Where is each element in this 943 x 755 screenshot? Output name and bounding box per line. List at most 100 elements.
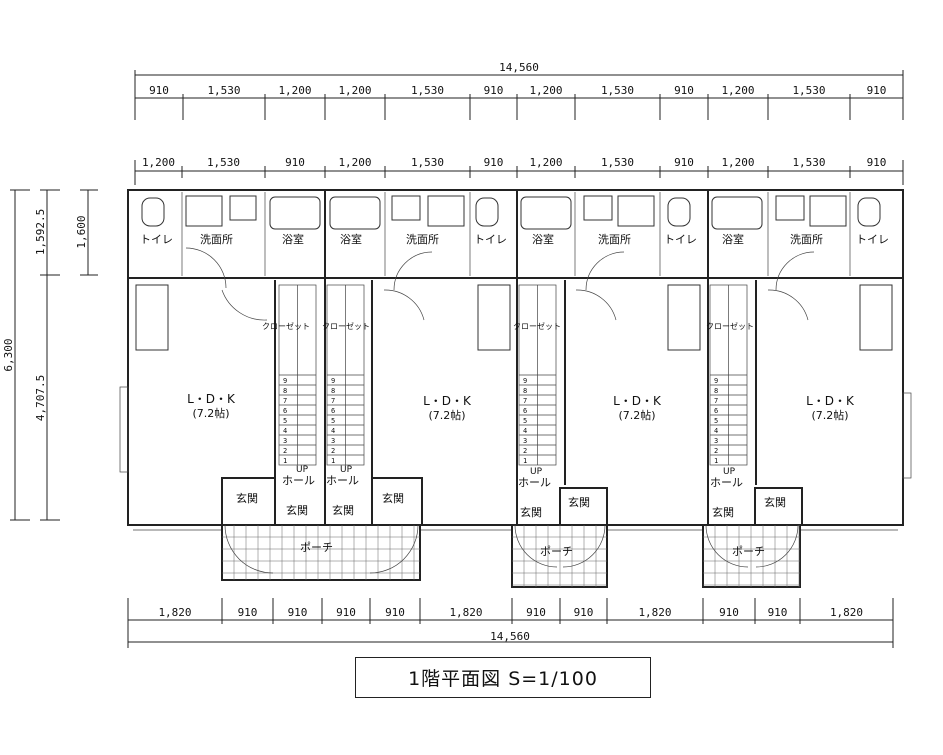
washroom-label-1: 洗面所 <box>200 233 233 246</box>
entrance-label-5: 玄関 <box>520 505 542 519</box>
stair-step-number: 6 <box>523 407 527 415</box>
entrance-label-3: 玄関 <box>332 503 354 517</box>
stair-step-number: 8 <box>331 387 335 395</box>
bathroom-label-4: 浴室 <box>722 232 744 246</box>
stair-step-number: 3 <box>331 437 335 445</box>
bottom-row-dim-8: 910 <box>574 606 594 619</box>
entrance-label-4: 玄関 <box>382 491 404 505</box>
stair-step-number: 6 <box>283 407 287 415</box>
top-row1-dim-3: 1,200 <box>278 84 311 97</box>
up-label-4: UP <box>723 467 736 477</box>
left-total-dimension: 6,300 <box>2 338 15 371</box>
stair-step-number: 5 <box>714 417 718 425</box>
porch-label-3: ポーチ <box>732 545 765 558</box>
bottom-row-dim-11: 910 <box>768 606 788 619</box>
stair-step-number: 5 <box>283 417 287 425</box>
up-label-3: UP <box>530 467 543 477</box>
fixtures <box>135 195 893 351</box>
up-label-2: UP <box>340 465 353 475</box>
stair-step-number: 9 <box>523 377 527 385</box>
up-label-1: UP <box>296 465 309 475</box>
bottom-row-dim-12: 1,820 <box>830 606 863 619</box>
drawing-title-text: 1階平面図 S=1/100 <box>408 668 598 690</box>
closet-label-2: クローゼット <box>322 321 370 331</box>
ldk-size-4: (7.2帖) <box>811 409 848 422</box>
hall-label-3: ホール <box>518 476 551 489</box>
top-row1-dim-4: 1,200 <box>338 84 371 97</box>
stair-step-number: 1 <box>523 457 527 465</box>
stair-step-number: 8 <box>283 387 287 395</box>
top-row2-dim-5: 1,530 <box>411 156 444 169</box>
stair-step-number: 9 <box>714 377 718 385</box>
bottom-row-dim-7: 910 <box>526 606 546 619</box>
top-row1-dim-1: 910 <box>149 84 169 97</box>
bottom-row-dim-5: 910 <box>385 606 405 619</box>
hall-label-4: ホール <box>710 476 743 489</box>
washroom-label-2: 洗面所 <box>406 233 439 246</box>
ldk-label-4: L・D・K <box>806 394 855 408</box>
bottom-row-dim-1: 1,820 <box>158 606 191 619</box>
left-upper-dimension: 1,592.5 <box>34 209 47 255</box>
stair-step-number: 7 <box>331 397 335 405</box>
stair-step-number: 5 <box>523 417 527 425</box>
bottom-dimension-lines: 14,560 <box>127 598 894 648</box>
stair-step-number: 6 <box>714 407 718 415</box>
stair-step-number: 5 <box>331 417 335 425</box>
top-row1-dim-9: 910 <box>674 84 694 97</box>
top-total-dimension: 14,560 <box>499 61 539 74</box>
stair-step-number: 2 <box>714 447 718 455</box>
stair-step-number: 9 <box>331 377 335 385</box>
stair-step-number: 4 <box>523 427 527 435</box>
bathroom-label-3: 浴室 <box>532 232 554 246</box>
stair-step-number: 8 <box>714 387 718 395</box>
bathroom-label-1: 浴室 <box>282 232 304 246</box>
bottom-row-dim-3: 910 <box>288 606 308 619</box>
stair-step-number: 3 <box>283 437 287 445</box>
top-dimension-lines: 14,560 <box>134 61 904 185</box>
toilet-label-3: トイレ <box>664 233 697 246</box>
bottom-row-dim-6: 1,820 <box>449 606 482 619</box>
porch-label-2: ポーチ <box>540 545 573 558</box>
ldk-size-3: (7.2帖) <box>618 409 655 422</box>
stair-step-number: 7 <box>523 397 527 405</box>
ldk-size-2: (7.2帖) <box>428 409 465 422</box>
building-walls <box>119 189 912 531</box>
top-row1-dim-8: 1,530 <box>601 84 634 97</box>
ldk-label-1: L・D・K <box>187 392 236 406</box>
entrance-label-6: 玄関 <box>568 495 590 509</box>
top-row1-dim-6: 910 <box>484 84 504 97</box>
hall-label-2: ホール <box>326 474 359 487</box>
room-labels: トイレ 洗面所 浴室 浴室 洗面所 トイレ 浴室 洗面所 トイレ 浴室 洗面所 … <box>140 232 889 558</box>
closet-label-1: クローゼット <box>262 321 310 331</box>
top-row2-dim-8: 1,530 <box>601 156 634 169</box>
stair-step-number: 8 <box>523 387 527 395</box>
drawing-title: 1階平面図 S=1/100 <box>355 657 651 698</box>
entrance-label-7: 玄関 <box>712 505 734 519</box>
top-row2-dim-10: 1,200 <box>721 156 754 169</box>
hall-label-1: ホール <box>282 474 315 487</box>
stair-step-number: 2 <box>331 447 335 455</box>
top-row2-dim-7: 1,200 <box>529 156 562 169</box>
closet-label-4: クローゼット <box>706 321 754 331</box>
bottom-row-dim-10: 910 <box>719 606 739 619</box>
bottom-row-dim-9: 1,820 <box>638 606 671 619</box>
stair-step-number: 7 <box>714 397 718 405</box>
stair-step-number: 3 <box>523 437 527 445</box>
ldk-label-2: L・D・K <box>423 394 472 408</box>
closet-label-3: クローゼット <box>513 321 561 331</box>
ldk-size-1: (7.2帖) <box>192 407 229 420</box>
bathroom-label-2: 浴室 <box>340 232 362 246</box>
top-row2-dim-4: 1,200 <box>338 156 371 169</box>
top-row1-dim-10: 1,200 <box>721 84 754 97</box>
top-row1-dim-12: 910 <box>867 84 887 97</box>
bottom-row-dim-2: 910 <box>238 606 258 619</box>
washroom-label-4: 洗面所 <box>790 233 823 246</box>
stair-step-number: 4 <box>331 427 335 435</box>
top-row2-dim-11: 1,530 <box>792 156 825 169</box>
left-dimension-lines: 6,300 1,592.5 4,707.5 1,600 <box>2 189 98 521</box>
top-row1-dim-2: 1,530 <box>207 84 240 97</box>
